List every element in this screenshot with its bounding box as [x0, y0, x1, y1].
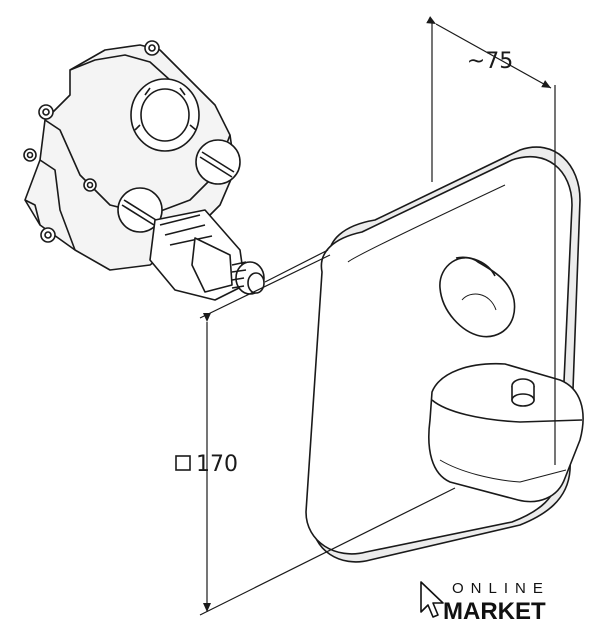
size-extension-top [199, 254, 331, 319]
depth-dimension-line [426, 16, 552, 89]
cursor-arrow-icon [420, 581, 444, 618]
online-market-logo: ONLINE MARKET [420, 580, 550, 625]
size-extension-bottom [199, 487, 456, 616]
depth-label: ~75 [467, 49, 513, 74]
cover-plate [305, 146, 584, 563]
size-label: 170 [196, 452, 238, 477]
dimension-lines [199, 16, 556, 616]
logo-line2: MARKET [443, 598, 546, 625]
valve-body [23, 40, 265, 301]
square-symbol-icon [175, 455, 191, 471]
logo-line1: ONLINE [452, 580, 550, 597]
